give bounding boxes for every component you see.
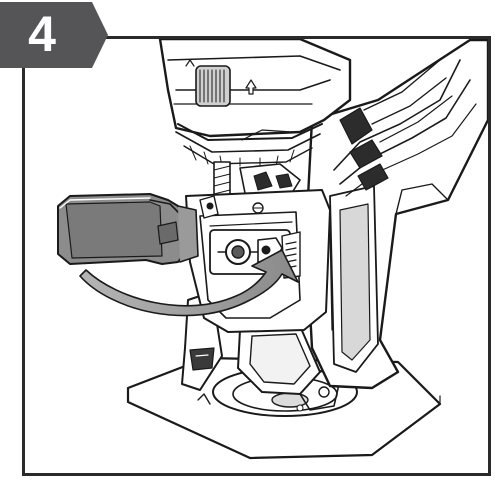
release-lever (57, 193, 199, 265)
step-frame (22, 36, 491, 476)
curved-arrow-icon (79, 249, 299, 317)
top-housing (158, 39, 352, 167)
clamp-assembly (185, 189, 331, 333)
base-housing (181, 291, 341, 411)
step-number: 4 (28, 6, 56, 62)
step-badge (0, 2, 108, 68)
